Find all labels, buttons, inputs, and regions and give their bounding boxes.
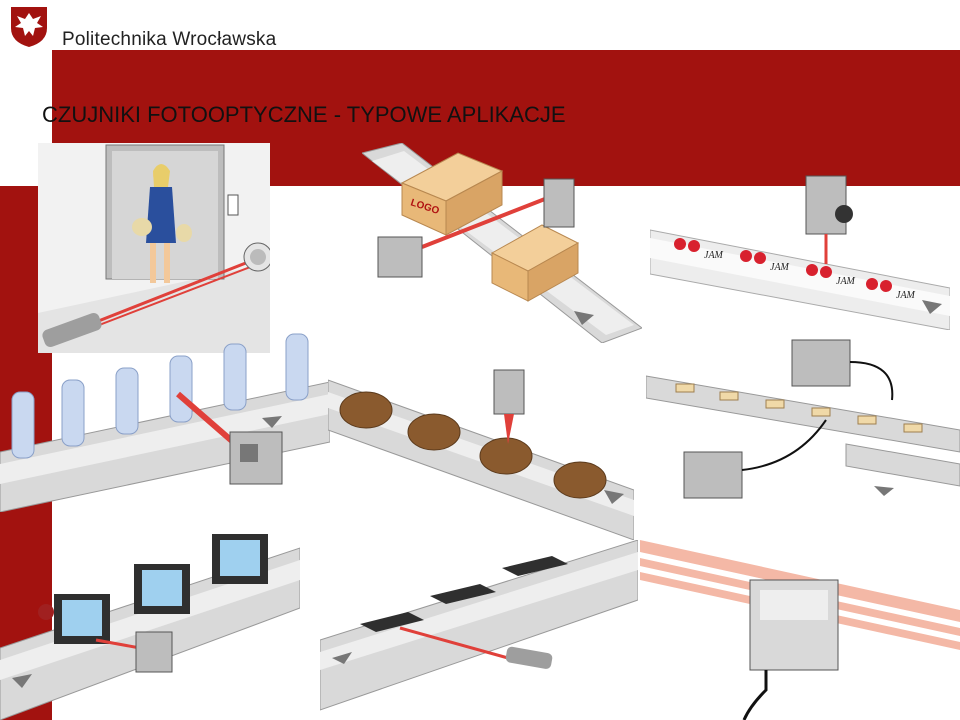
cookie-row bbox=[339, 391, 607, 499]
jam-label: JAM bbox=[836, 276, 856, 287]
bottle-row bbox=[11, 333, 309, 459]
panel-monitor-line bbox=[0, 508, 300, 720]
carton-box bbox=[400, 152, 504, 236]
eagle-shield-icon bbox=[11, 7, 47, 47]
slide-title: CZUJNIKI FOTOOPTYCZNE - TYPOWE APLIKACJE bbox=[42, 102, 566, 127]
resistor-row bbox=[675, 383, 923, 433]
carton-box bbox=[490, 224, 580, 302]
jam-label: JAM bbox=[704, 250, 724, 261]
jam-label: JAM bbox=[770, 262, 790, 273]
university-name: Politechnika Wrocławska bbox=[62, 29, 277, 50]
monitor-row bbox=[54, 534, 268, 644]
person-figure bbox=[132, 164, 192, 283]
header-bar: Politechnika Wrocławska bbox=[0, 0, 960, 50]
panel-carton-conveyor: LOGO bbox=[362, 143, 642, 343]
chip-row bbox=[360, 556, 568, 632]
panel-elevator-door bbox=[38, 143, 270, 353]
panel-ic-chips bbox=[320, 540, 638, 720]
jam-label: JAM bbox=[896, 290, 916, 301]
panel-round-items bbox=[328, 340, 634, 540]
panel-web-tape bbox=[640, 530, 960, 720]
panel-resistor-sorting bbox=[646, 336, 960, 514]
panel-jam-labels: JAM JAM JAM JAM bbox=[650, 158, 950, 330]
panel-bottle-line bbox=[0, 332, 330, 512]
strawberry-row bbox=[674, 238, 892, 292]
